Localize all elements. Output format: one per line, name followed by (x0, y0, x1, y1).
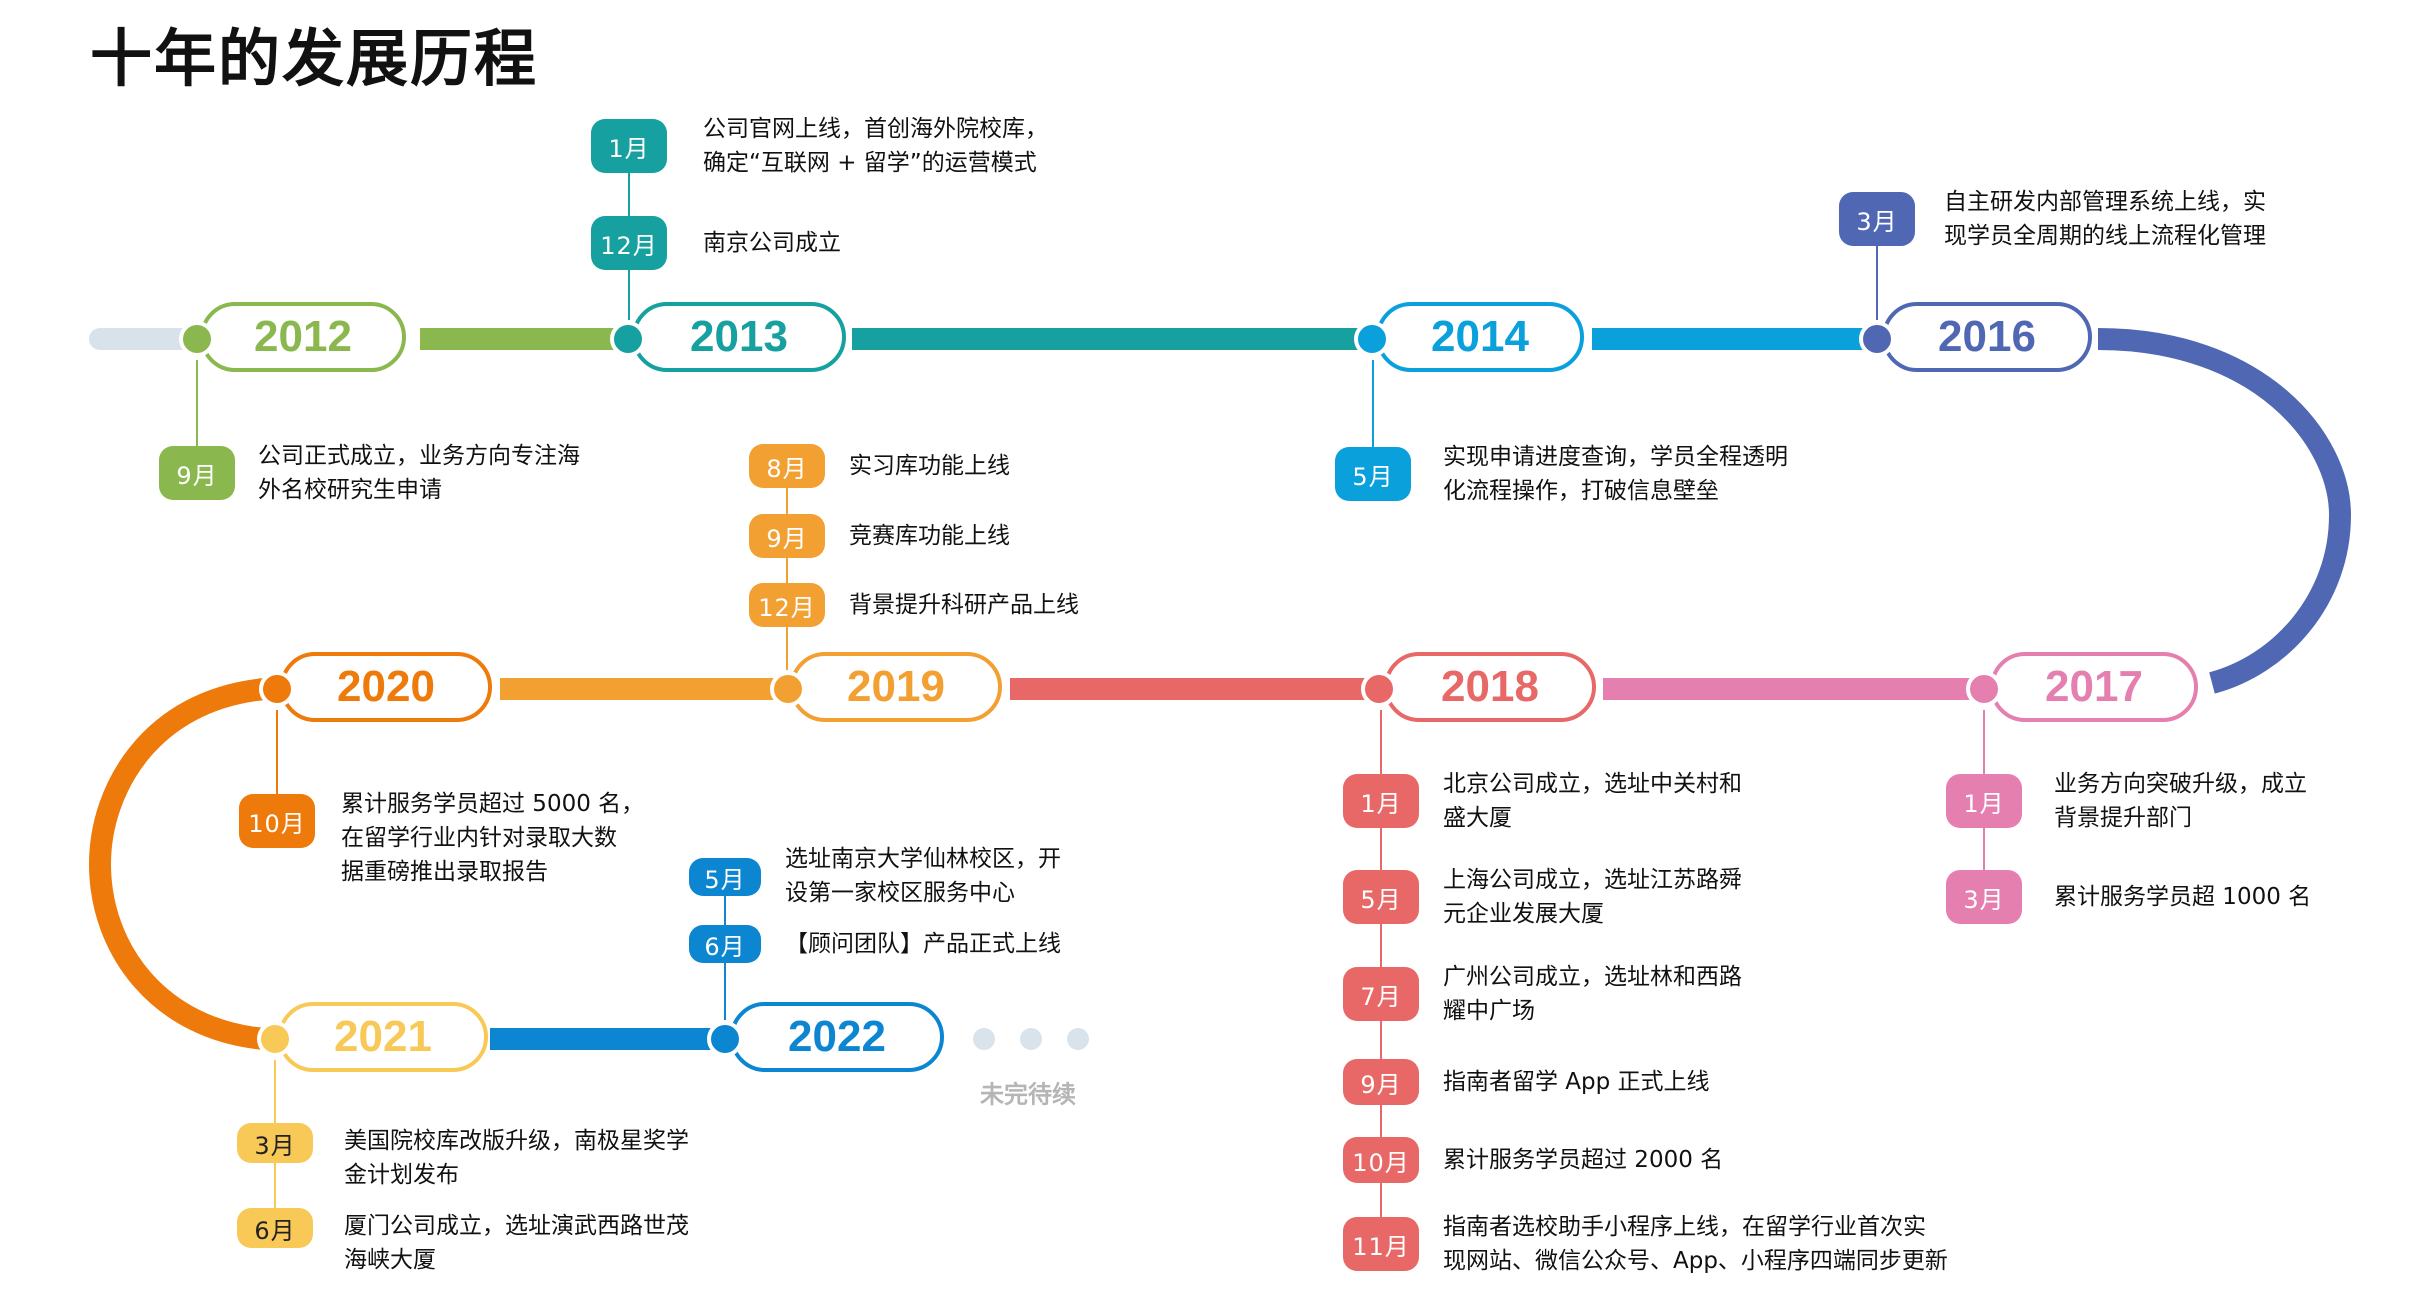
year-box-2014: 2014 (1376, 302, 1584, 372)
year-box-2016: 2016 (1882, 302, 2092, 372)
connector-2016 (1876, 245, 1878, 320)
event-text-2013-1: 公司官网上线，首创海外院校库，确定“互联网 + 留学”的运营模式 (703, 116, 1048, 176)
year-box-2020: 2020 (280, 652, 492, 722)
future-dot-3 (1067, 1028, 1089, 1050)
month-badge-2018-11: 11月 (1343, 1217, 1419, 1271)
timeline-dot-2014 (1354, 321, 1390, 357)
year-box-2018: 2018 (1384, 652, 1596, 722)
timeline-dot-2013 (610, 321, 646, 357)
event-text-2018-5: 上海公司成立，选址江苏路舜元企业发展大厦 (1443, 867, 1742, 927)
timeline-dot-2022 (707, 1021, 743, 1057)
event-text-2019-8: 实习库功能上线 (849, 453, 1010, 479)
timeline-dot-2020 (259, 671, 295, 707)
page-title: 十年的发展历程 (90, 22, 539, 95)
month-badge-2018-10: 10月 (1343, 1137, 1419, 1183)
event-text-2018-10: 累计服务学员超过 2000 名 (1443, 1147, 1724, 1173)
timeline-dot-2019 (770, 671, 806, 707)
connector-2020 (276, 710, 278, 800)
timeline-dot-2012 (179, 321, 215, 357)
connector-2012 (196, 360, 198, 448)
event-text-2019-9: 竞赛库功能上线 (849, 523, 1010, 549)
month-badge-2022-6: 6月 (689, 925, 761, 963)
month-badge-2020-10: 10月 (239, 794, 315, 848)
year-box-2013: 2013 (632, 302, 846, 372)
month-badge-2018-5: 5月 (1343, 870, 1419, 924)
event-text-2021-6: 厦门公司成立，选址演武西路世茂海峡大厦 (344, 1213, 689, 1273)
event-text-2018-9: 指南者留学 App 正式上线 (1443, 1069, 1710, 1095)
month-badge-2017-3: 3月 (1946, 870, 2022, 924)
timeline-dot-2021 (257, 1021, 293, 1057)
event-text-2021-3: 美国院校库改版升级，南极星奖学金计划发布 (344, 1128, 689, 1188)
month-badge-2021-3: 3月 (237, 1123, 313, 1163)
year-box-2012: 2012 (200, 302, 406, 372)
event-text-2018-1: 北京公司成立，选址中关村和盛大厦 (1443, 771, 1742, 831)
month-badge-2018-9: 9月 (1343, 1059, 1419, 1105)
event-text-2018-7: 广州公司成立，选址林和西路耀中广场 (1443, 964, 1742, 1024)
month-badge-2014-5: 5月 (1335, 447, 1411, 501)
event-text-2022-6: 【顾问团队】产品正式上线 (785, 931, 1061, 957)
timeline-dot-2017 (1966, 671, 2002, 707)
event-text-2014-5: 实现申请进度查询，学员全程透明化流程操作，打破信息壁垒 (1443, 444, 1788, 504)
connector-2019 (786, 480, 788, 670)
event-text-2018-11: 指南者选校助手小程序上线，在留学行业首次实现网站、微信公众号、App、小程序四端… (1443, 1214, 1948, 1274)
month-badge-2013-1: 1月 (591, 119, 667, 173)
month-badge-2019-9: 9月 (749, 514, 825, 558)
month-badge-2016-3: 3月 (1839, 192, 1915, 246)
event-text-2017-1: 业务方向突破升级，成立背景提升部门 (2054, 771, 2307, 831)
event-text-2017-3: 累计服务学员超 1000 名 (2054, 884, 2312, 910)
month-badge-2018-7: 7月 (1343, 967, 1419, 1021)
connector-2014 (1372, 360, 1374, 448)
event-text-2016-3: 自主研发内部管理系统上线，实现学员全周期的线上流程化管理 (1944, 189, 2266, 249)
month-badge-2019-8: 8月 (749, 444, 825, 488)
timeline-dot-2018 (1361, 671, 1397, 707)
future-dot-2 (1020, 1028, 1042, 1050)
month-badge-2019-12: 12月 (749, 583, 825, 627)
month-badge-2018-1: 1月 (1343, 774, 1419, 828)
timeline-dot-2016 (1859, 321, 1895, 357)
year-box-2022: 2022 (730, 1002, 944, 1072)
month-badge-2012-9: 9月 (159, 446, 235, 500)
to-be-continued-label: 未完待续 (980, 1080, 1076, 1109)
month-badge-2017-1: 1月 (1946, 774, 2022, 828)
future-dot-1 (973, 1028, 995, 1050)
month-badge-2013-12: 12月 (591, 216, 667, 270)
month-badge-2022-5: 5月 (689, 858, 761, 896)
year-box-2017: 2017 (1990, 652, 2198, 722)
event-text-2019-12: 背景提升科研产品上线 (849, 592, 1079, 618)
event-text-2012-9: 公司正式成立，业务方向专注海外名校研究生申请 (258, 443, 580, 503)
month-badge-2021-6: 6月 (237, 1208, 313, 1248)
event-text-2020-10: 累计服务学员超过 5000 名，在留学行业内针对录取大数据重磅推出录取报告 (341, 791, 645, 885)
event-text-2013-12: 南京公司成立 (703, 230, 841, 256)
year-box-2021: 2021 (278, 1002, 488, 1072)
year-box-2019: 2019 (790, 652, 1002, 722)
event-text-2022-5: 选址南京大学仙林校区，开设第一家校区服务中心 (785, 846, 1061, 906)
